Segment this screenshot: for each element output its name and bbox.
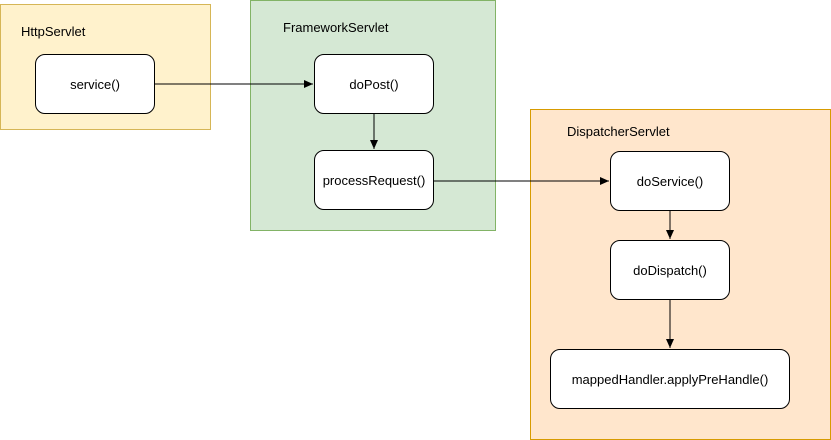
node-apply-pre-handle: mappedHandler.applyPreHandle() [550, 349, 790, 409]
node-do-dispatch: doDispatch() [610, 240, 730, 300]
container-title-framework-servlet: FrameworkServlet [283, 20, 389, 35]
container-title-http-servlet: HttpServlet [21, 24, 86, 39]
container-title-dispatcher-servlet: DispatcherServlet [567, 124, 670, 139]
node-do-service: doService() [610, 151, 730, 211]
node-process-request: processRequest() [314, 150, 434, 210]
node-do-post: doPost() [314, 54, 434, 114]
node-service: service() [35, 54, 155, 114]
